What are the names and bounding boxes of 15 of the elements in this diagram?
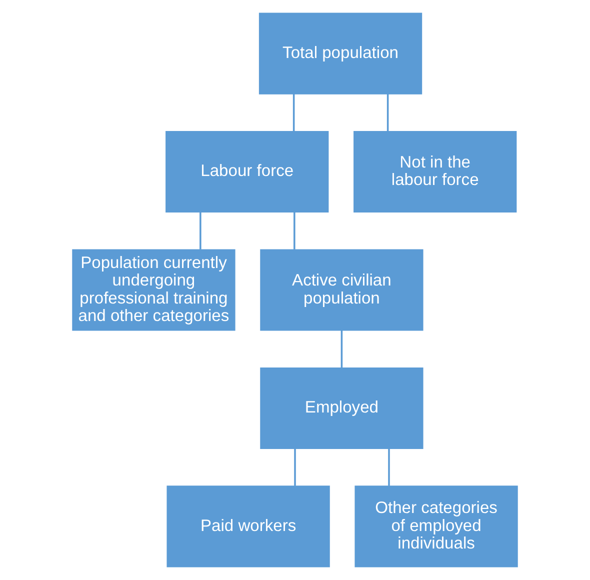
- node-box: Population currently undergoing professional training and other categories: [72, 249, 236, 331]
- connector: [292, 94, 295, 132]
- node-box: Employed: [260, 367, 424, 450]
- connector: [388, 448, 390, 486]
- node-box: Not in the labour force: [354, 130, 517, 213]
- connector: [294, 448, 296, 486]
- connector: [386, 94, 389, 132]
- connector: [340, 330, 343, 368]
- node-box: Other categories of employed individuals: [354, 486, 518, 568]
- node-box: Labour force: [166, 130, 329, 213]
- node-box: Paid workers: [166, 486, 330, 568]
- node-box: Active civilian population: [260, 249, 424, 331]
- node-box: Total population: [258, 12, 422, 94]
- connector: [200, 212, 202, 250]
- connector: [294, 212, 296, 250]
